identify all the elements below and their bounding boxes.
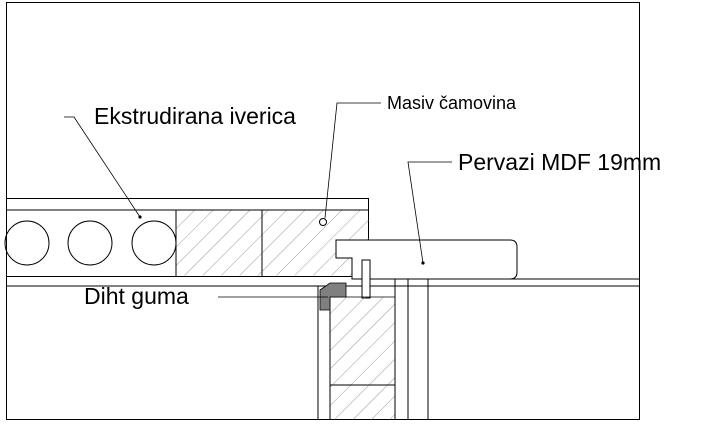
hatched-wood-panel: [176, 210, 262, 276]
diht-guma-gasket: [319, 282, 347, 311]
door-leaf: [4, 198, 369, 277]
tube-hole: [67, 220, 113, 266]
masiv-marker: [319, 218, 327, 226]
label-pervazi-mdf: Pervazi MDF 19mm: [458, 149, 661, 175]
label-ekstrudirana-iverica: Ekstrudirana iverica: [94, 103, 296, 129]
leader-lines: [64, 102, 452, 298]
tube-hole: [131, 220, 177, 266]
hatched-jamb-core: [330, 297, 395, 420]
label-masiv-camovina: Masiv čamovina: [387, 93, 517, 113]
label-diht-guma: Diht guma: [84, 283, 189, 309]
door-frame-jamb: [317, 279, 429, 420]
tube-hole: [4, 220, 50, 266]
pervaz-casing: [335, 239, 518, 299]
